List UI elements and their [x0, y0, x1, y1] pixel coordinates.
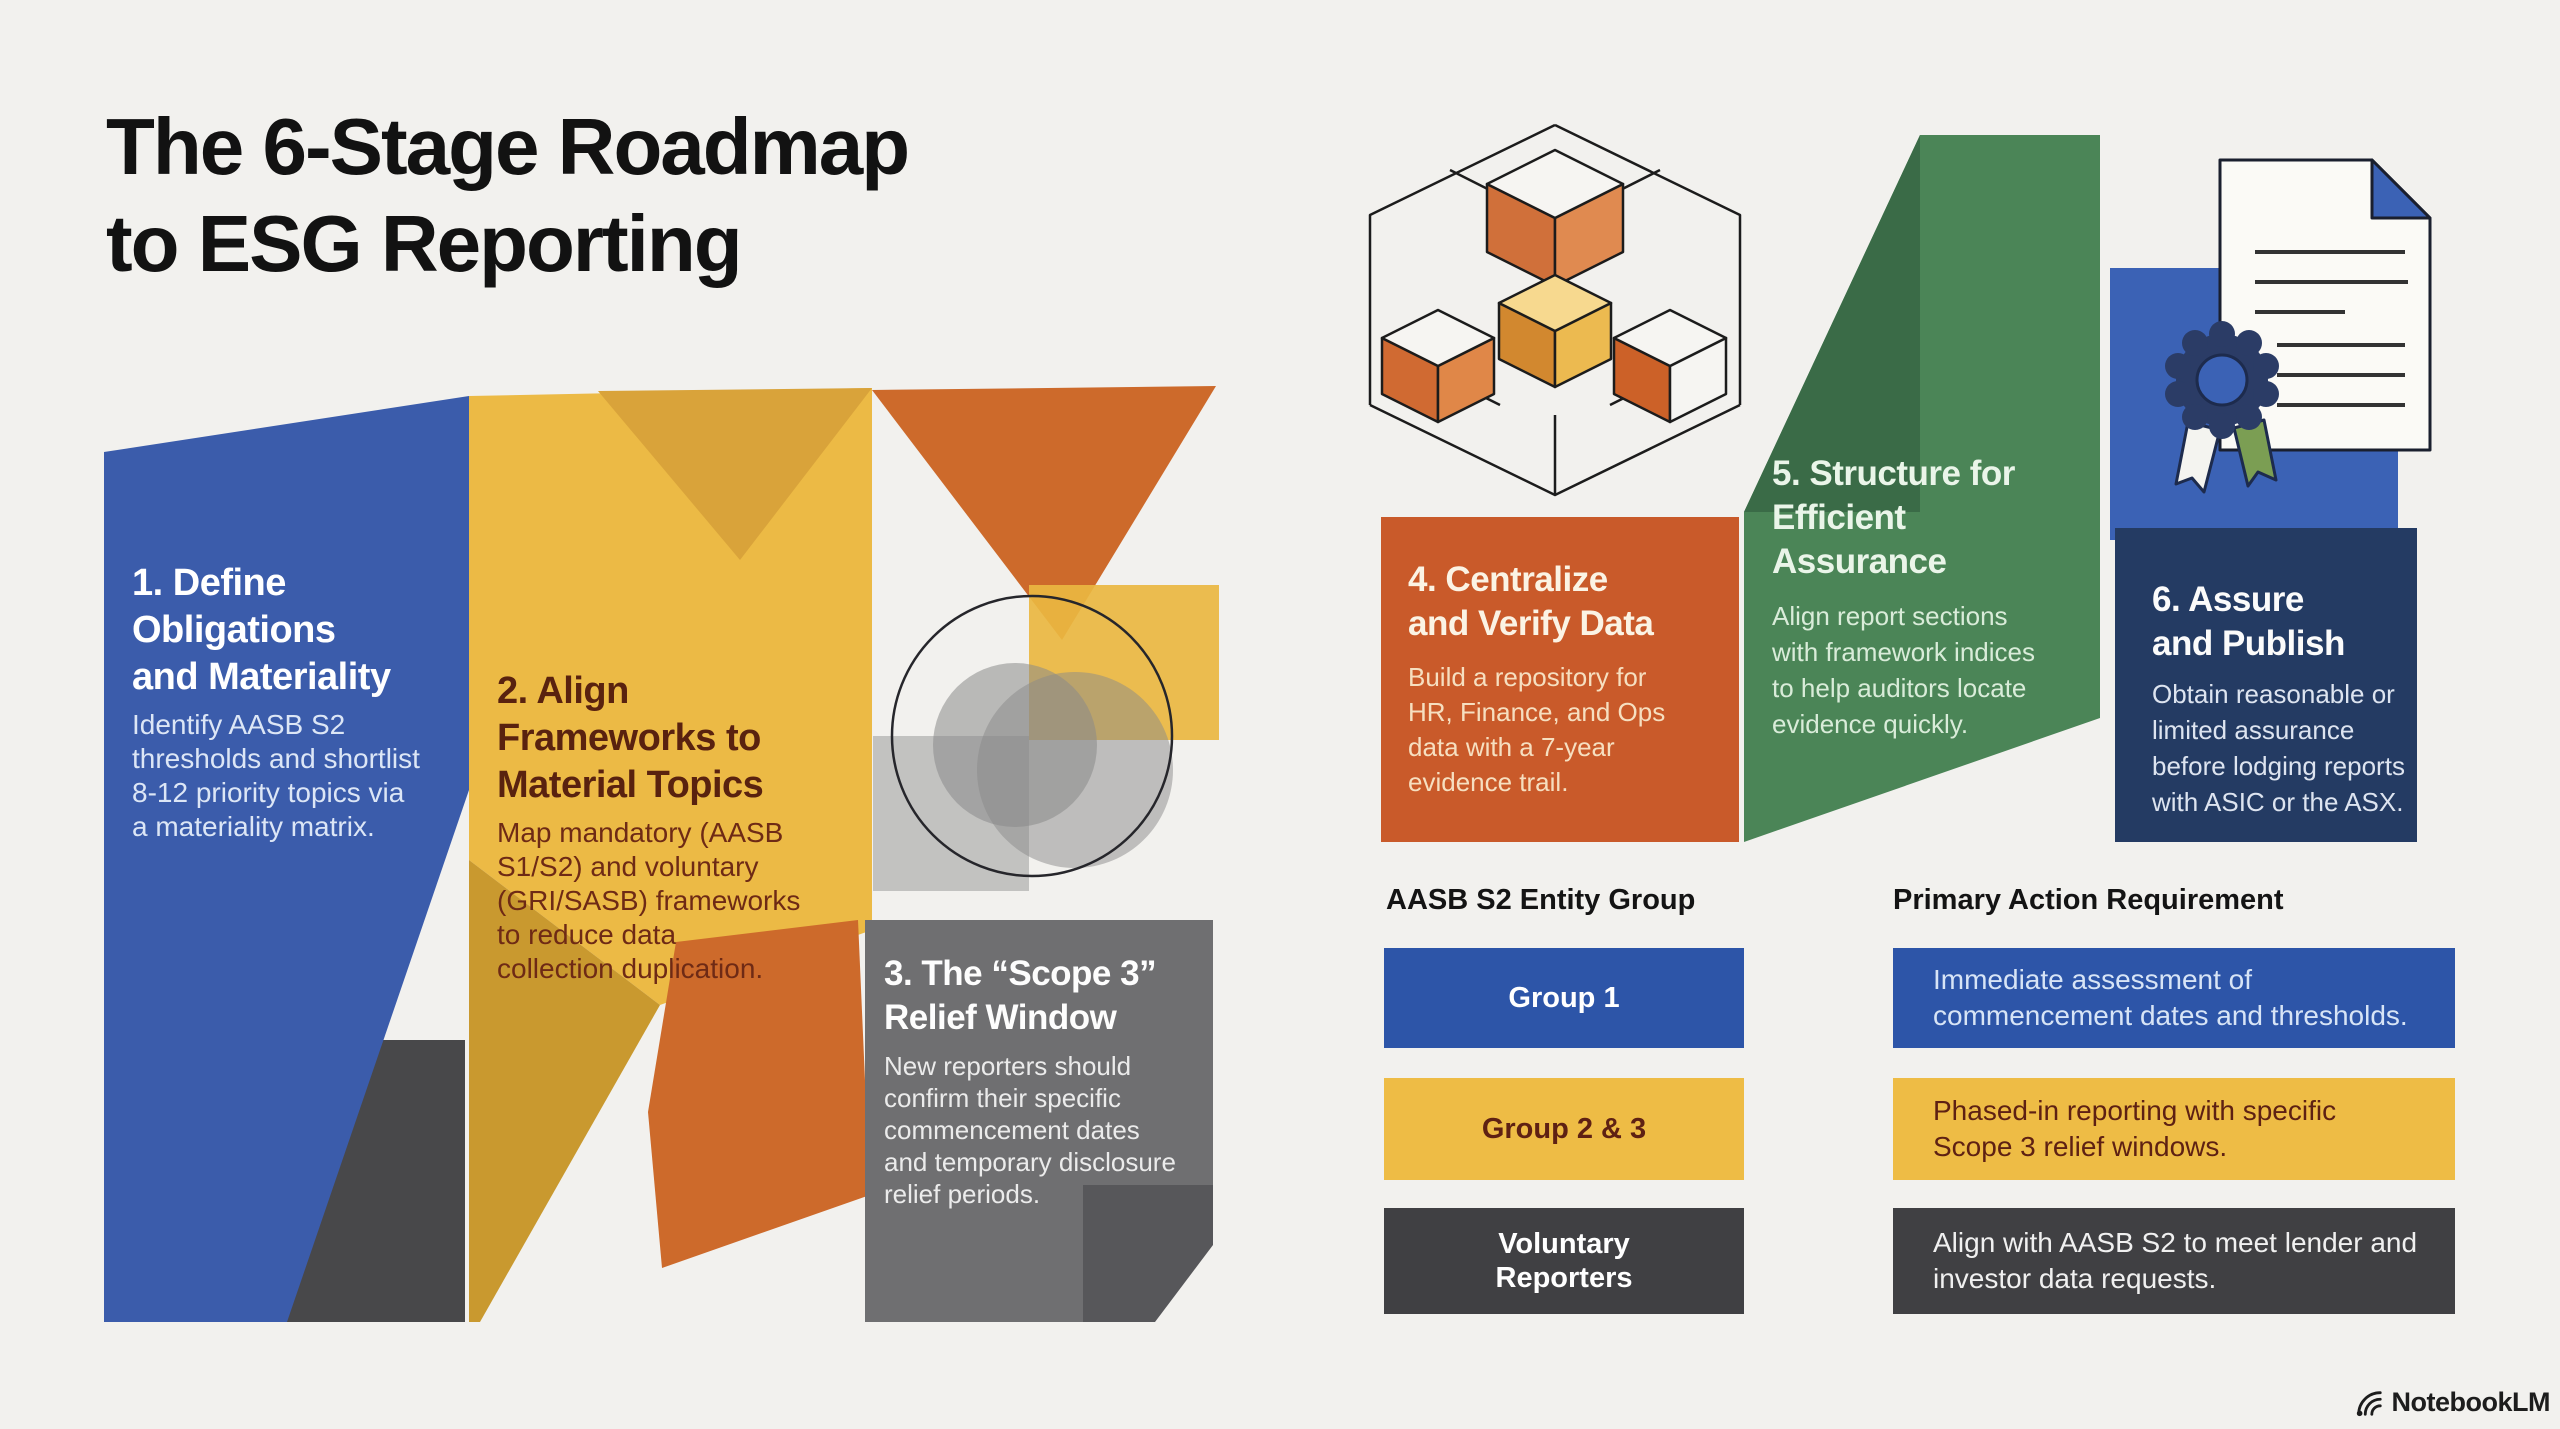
- cube-right: [1612, 308, 1728, 424]
- column-header-primary-action: Primary Action Requirement: [1893, 884, 2284, 916]
- stage-1-heading: 1. Define Obligations and Materiality: [132, 562, 391, 698]
- stage-6-body: Obtain reasonable or limited assurance b…: [2152, 679, 2405, 817]
- voluntary-reporters-text: Voluntary Reporters: [1495, 1228, 1633, 1294]
- stage-6-heading: 6. Assure and Publish: [2152, 580, 2345, 663]
- stage6-panel: [2115, 528, 2417, 842]
- stage-3-body: New reporters should confirm their speci…: [884, 1051, 1176, 1209]
- page-fold-cut: [1155, 1245, 1213, 1322]
- certificate-page-fold: [2370, 158, 2432, 220]
- page-title: The 6-Stage Roadmap to ESG Reporting: [106, 102, 910, 288]
- mustard-facet: [469, 860, 660, 1322]
- notebooklm-logo-icon: [2356, 1390, 2382, 1416]
- watermark: NotebookLM: [2354, 1387, 2551, 1418]
- stage-3-heading: 3. The “Scope 3” Relief Window: [884, 954, 1157, 1037]
- overlapping-circles-motif: [873, 585, 1219, 891]
- isometric-cubes-illustration: [1368, 123, 1742, 497]
- stage-4-heading: 4. Centralize and Verify Data: [1408, 560, 1654, 643]
- orange-bottom-facet: [648, 920, 870, 1268]
- cube-left: [1380, 308, 1496, 424]
- table-row-voluntary-requirement: Align with AASB S2 to meet lender and in…: [1893, 1208, 2455, 1314]
- stage-5-body: Align report sections with framework ind…: [1772, 601, 2035, 739]
- orange-top-triangle: [872, 386, 1216, 640]
- cube-center: [1497, 273, 1613, 389]
- page-fold: [1083, 1185, 1213, 1322]
- award-seal: [2165, 321, 2279, 494]
- table-row-group-2-3-label: Group 2 & 3: [1384, 1078, 1744, 1180]
- cube-top: [1485, 148, 1625, 288]
- stage1-panel: [104, 396, 469, 1322]
- certificate-text-lines: [2255, 250, 2408, 407]
- stage5-panel: [1744, 135, 2100, 842]
- watermark-label: NotebookLM: [2391, 1387, 2551, 1417]
- stage-4-body: Build a repository for HR, Finance, and …: [1408, 662, 1666, 797]
- stage2-panel: [469, 388, 872, 1005]
- certificate-with-seal-illustration: [2165, 158, 2432, 494]
- table-row-group-2-3-requirement: Phased-in reporting with specific Scope …: [1893, 1078, 2455, 1180]
- group-2-3-requirement-text: Phased-in reporting with specific Scope …: [1933, 1095, 2337, 1162]
- table-row-voluntary-label: Voluntary Reporters: [1384, 1208, 1744, 1314]
- stage-5-heading: 5. Structure for Efficient Assurance: [1772, 454, 2015, 581]
- voluntary-requirement-text: Align with AASB S2 to meet lender and in…: [1933, 1227, 2418, 1294]
- right-geometry-group: [1381, 135, 2417, 842]
- group-2-3-text: Group 2 & 3: [1481, 1113, 1647, 1145]
- left-geometry-group: [104, 386, 1219, 1322]
- group-1-text: Group 1: [1508, 982, 1620, 1014]
- table-row-group-1-label: Group 1: [1384, 948, 1744, 1048]
- amber-facet: [598, 388, 872, 560]
- stage-1-body: Identify AASB S2 thresholds and shortlis…: [132, 709, 420, 842]
- column-header-entity-group: AASB S2 Entity Group: [1386, 884, 1696, 916]
- stage-2-body: Map mandatory (AASB S1/S2) and voluntary…: [497, 817, 801, 984]
- group-1-requirement-text: Immediate assessment of commencement dat…: [1933, 964, 2408, 1031]
- table-row-group-1-requirement: Immediate assessment of commencement dat…: [1893, 948, 2455, 1048]
- green-fold-facet: [1744, 135, 1920, 512]
- stage4-panel: [1381, 517, 1739, 842]
- stage-2-heading: 2. Align Frameworks to Material Topics: [497, 670, 764, 806]
